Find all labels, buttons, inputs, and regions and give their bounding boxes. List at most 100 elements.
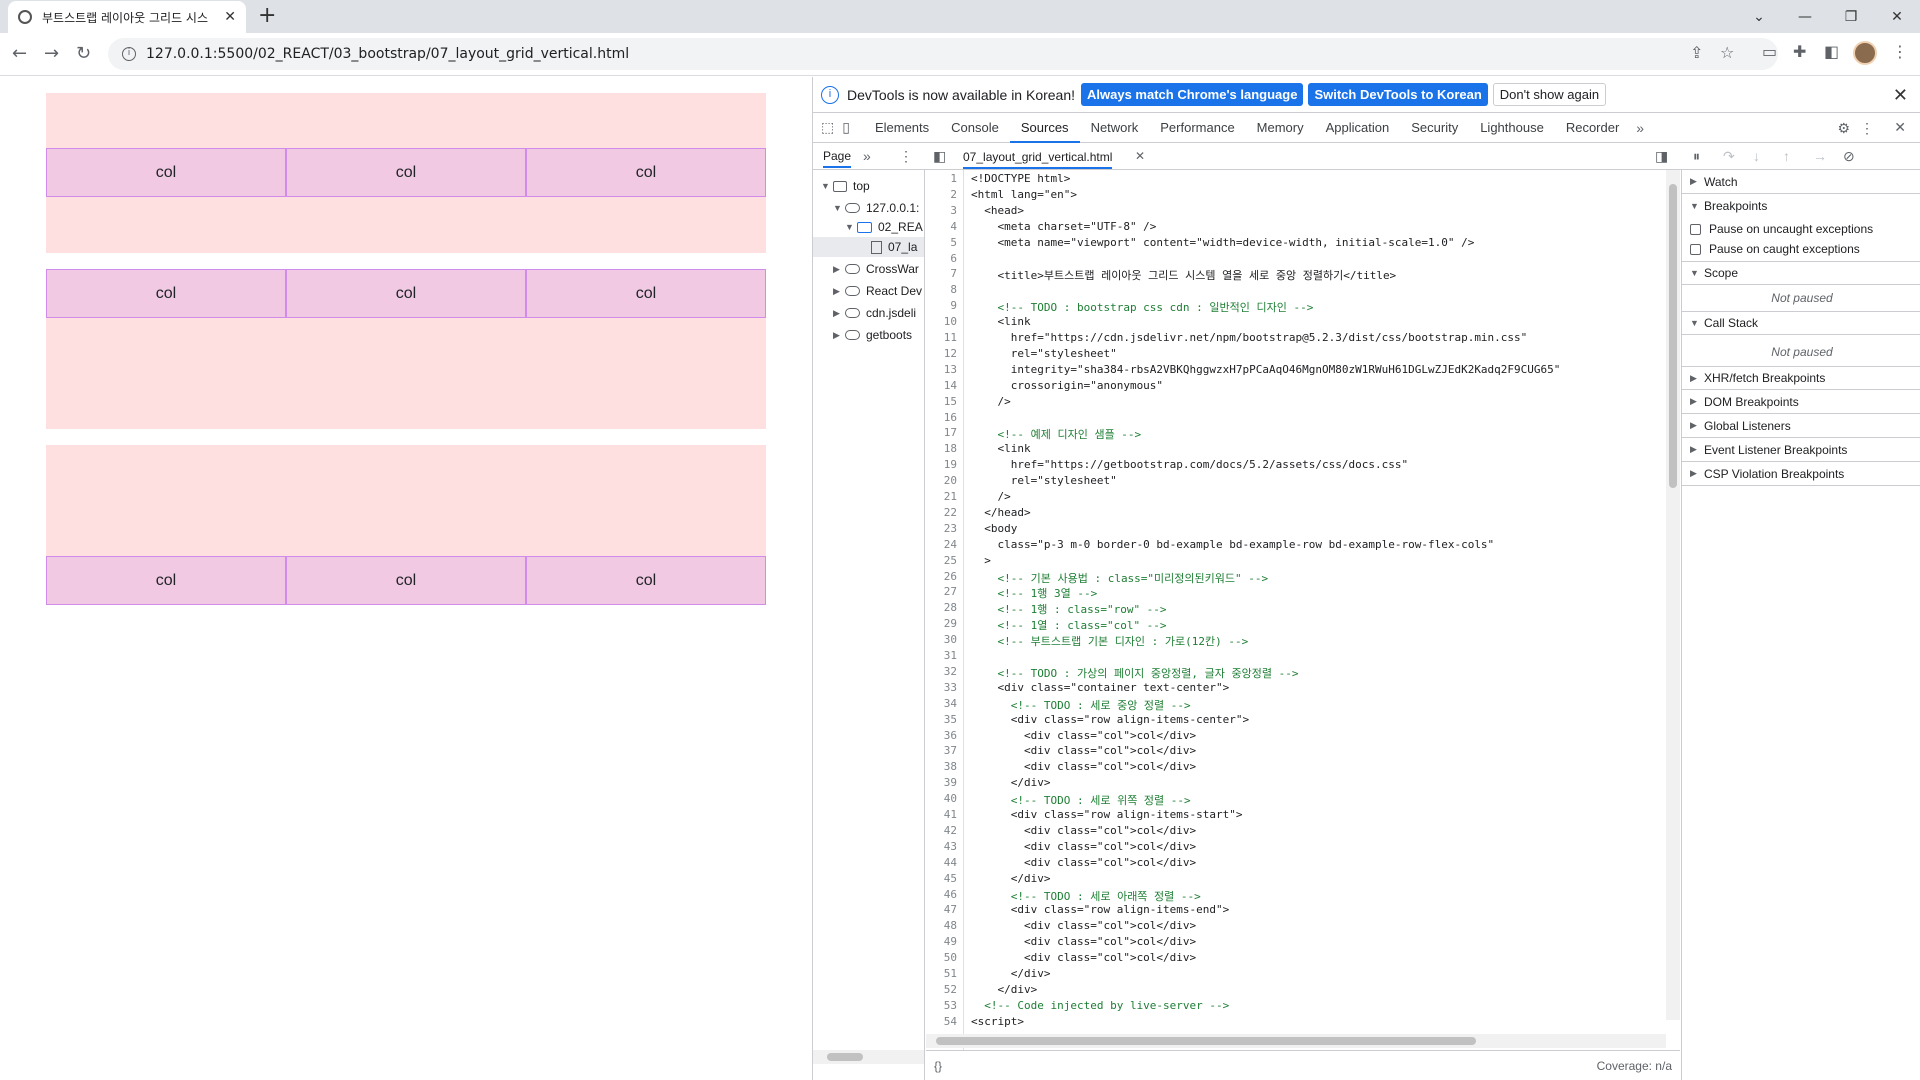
tab-elements[interactable]: Elements <box>874 119 930 135</box>
tab-search-icon[interactable]: ⌄ <box>1753 8 1765 25</box>
code-line[interactable]: <!-- 1행 : class="row" --> <box>971 603 1167 617</box>
line-number[interactable]: 12 <box>943 346 957 360</box>
pause-icon[interactable]: ⏸ <box>1693 148 1700 164</box>
line-number[interactable]: 15 <box>943 394 957 408</box>
line-number[interactable]: 23 <box>943 521 957 535</box>
line-number[interactable]: 35 <box>943 712 957 726</box>
line-number[interactable]: 54 <box>943 1014 957 1028</box>
back-icon[interactable]: ← <box>12 43 28 64</box>
code-line[interactable]: <!-- 1열 : class="col" --> <box>971 619 1167 633</box>
code-line[interactable]: /> <box>971 394 1011 408</box>
close-window-button[interactable]: ✕ <box>1891 8 1903 25</box>
line-number[interactable]: 17 <box>943 426 957 440</box>
line-number[interactable]: 33 <box>943 680 957 694</box>
code-line[interactable]: <div class="col">col</div> <box>971 728 1197 742</box>
code-line[interactable]: integrity="sha384-rbsA2VBKQhggwzxH7pPCaA… <box>971 362 1561 376</box>
code-line[interactable]: <body <box>971 521 1018 535</box>
line-number[interactable]: 2 <box>950 187 957 201</box>
device-toolbar-icon[interactable]: ▯ <box>842 119 850 135</box>
line-number[interactable]: 11 <box>943 331 957 344</box>
tree-item-file[interactable]: 07_la <box>871 236 917 258</box>
code-line[interactable]: <!DOCTYPE html> <box>971 172 1071 185</box>
code-line[interactable]: </div> <box>971 967 1051 980</box>
editor-hscroll[interactable] <box>926 1034 1666 1048</box>
code-line[interactable]: href="https://cdn.jsdelivr.net/npm/boots… <box>971 331 1528 344</box>
line-number[interactable]: 7 <box>950 267 957 281</box>
code-line[interactable]: class="p-3 m-0 border-0 bd-example bd-ex… <box>971 537 1495 551</box>
code-line[interactable]: <!-- TODO : 세로 중앙 정렬 --> <box>971 698 1191 712</box>
code-line[interactable]: <!-- 예제 디자인 샘플 --> <box>971 428 1142 442</box>
customize-menu-icon[interactable]: ⋮ <box>1860 120 1874 136</box>
inspect-element-icon[interactable]: ⬚ <box>821 119 835 135</box>
code-line[interactable]: <html lang="en"> <box>971 187 1077 201</box>
step-into-icon[interactable]: ↓ <box>1753 148 1760 164</box>
tree-item-react-dev[interactable]: ▶React Dev <box>833 284 923 298</box>
minimize-button[interactable]: — <box>1798 8 1812 25</box>
line-number[interactable]: 16 <box>943 410 957 424</box>
navigator-menu-icon[interactable]: ⋮ <box>899 148 913 164</box>
line-number[interactable]: 27 <box>943 585 957 599</box>
line-number[interactable]: 9 <box>950 299 957 313</box>
code-line[interactable]: <div class="row align-items-end"> <box>971 903 1230 917</box>
section-event-listener-breakpoints[interactable]: ▶Event Listener Breakpoints <box>1682 438 1920 462</box>
section-csp-breakpoints[interactable]: ▶CSP Violation Breakpoints <box>1682 462 1920 486</box>
code-line[interactable]: <link <box>971 315 1031 329</box>
tab-sources[interactable]: Sources <box>1009 113 1080 143</box>
code-line[interactable]: <!-- TODO : bootstrap css cdn : 일반적인 디자인… <box>971 301 1314 315</box>
pause-caught-checkbox[interactable]: Pause on caught exceptions <box>1690 242 1860 256</box>
code-line[interactable]: <div class="col">col</div> <box>971 855 1197 869</box>
menu-dots-icon[interactable]: ⋮ <box>1892 42 1908 61</box>
section-xhr-breakpoints[interactable]: ▶XHR/fetch Breakpoints <box>1682 366 1920 390</box>
section-global-listeners[interactable]: ▶Global Listeners <box>1682 414 1920 438</box>
code-line[interactable]: href="https://getbootstrap.com/docs/5.2/… <box>971 458 1409 472</box>
close-file-tab-icon[interactable]: ✕ <box>1135 149 1146 163</box>
new-tab-button[interactable]: + <box>258 3 277 28</box>
code-line[interactable]: </head> <box>971 505 1031 519</box>
line-number[interactable]: 42 <box>943 823 957 837</box>
restore-button[interactable]: ❐ <box>1844 8 1858 25</box>
line-number[interactable]: 37 <box>943 744 957 758</box>
line-number[interactable]: 8 <box>950 283 957 297</box>
bookmark-star-icon[interactable]: ☆ <box>1720 43 1735 62</box>
line-number[interactable]: 13 <box>943 362 957 376</box>
tree-item-top[interactable]: ▼top <box>821 179 870 193</box>
line-number[interactable]: 50 <box>943 951 957 965</box>
code-line[interactable]: <div class="col">col</div> <box>971 760 1197 774</box>
line-number[interactable]: 51 <box>943 967 957 980</box>
code-line[interactable]: <head> <box>971 203 1024 217</box>
line-number[interactable]: 38 <box>943 760 957 774</box>
dont-show-again-button[interactable]: Don't show again <box>1492 83 1607 106</box>
tab-security[interactable]: Security <box>1411 119 1459 135</box>
section-call-stack[interactable]: ▼Call Stack <box>1682 311 1920 335</box>
editor-file-tab[interactable]: 07_layout_grid_vertical.html <box>963 150 1113 169</box>
line-number[interactable]: 32 <box>943 664 957 678</box>
line-number[interactable]: 5 <box>950 235 957 249</box>
line-number[interactable]: 48 <box>943 919 957 933</box>
code-line[interactable]: </div> <box>971 871 1051 885</box>
pause-uncaught-checkbox[interactable]: Pause on uncaught exceptions <box>1690 222 1873 236</box>
code-line[interactable]: rel="stylesheet" <box>971 346 1117 360</box>
tab-recorder[interactable]: Recorder <box>1565 119 1620 135</box>
tab-performance[interactable]: Performance <box>1160 119 1235 135</box>
line-number[interactable]: 53 <box>943 998 957 1012</box>
line-number[interactable]: 52 <box>943 982 957 996</box>
code-line[interactable]: <div class="col">col</div> <box>971 919 1197 933</box>
step-out-icon[interactable]: ↑ <box>1783 148 1790 164</box>
section-scope[interactable]: ▼Scope <box>1682 261 1920 285</box>
tab-console[interactable]: Console <box>951 119 999 135</box>
code-line[interactable]: /> <box>971 490 1011 503</box>
line-number[interactable]: 47 <box>943 903 957 917</box>
line-number[interactable]: 41 <box>943 808 957 821</box>
line-number[interactable]: 30 <box>943 633 957 647</box>
more-navigators-icon[interactable]: » <box>863 148 871 164</box>
code-line[interactable]: rel="stylesheet" <box>971 474 1117 488</box>
code-line[interactable]: </div> <box>971 982 1038 996</box>
line-number[interactable]: 43 <box>943 839 957 853</box>
line-number[interactable]: 45 <box>943 871 957 885</box>
code-line[interactable]: <!-- 부트스트랩 기본 디자인 : 가로(12칸) --> <box>971 635 1249 649</box>
line-number[interactable]: 39 <box>943 776 957 790</box>
line-number[interactable]: 20 <box>943 474 957 488</box>
line-number[interactable]: 36 <box>943 728 957 742</box>
tree-item-localhost[interactable]: ▼127.0.0.1: <box>833 201 920 215</box>
